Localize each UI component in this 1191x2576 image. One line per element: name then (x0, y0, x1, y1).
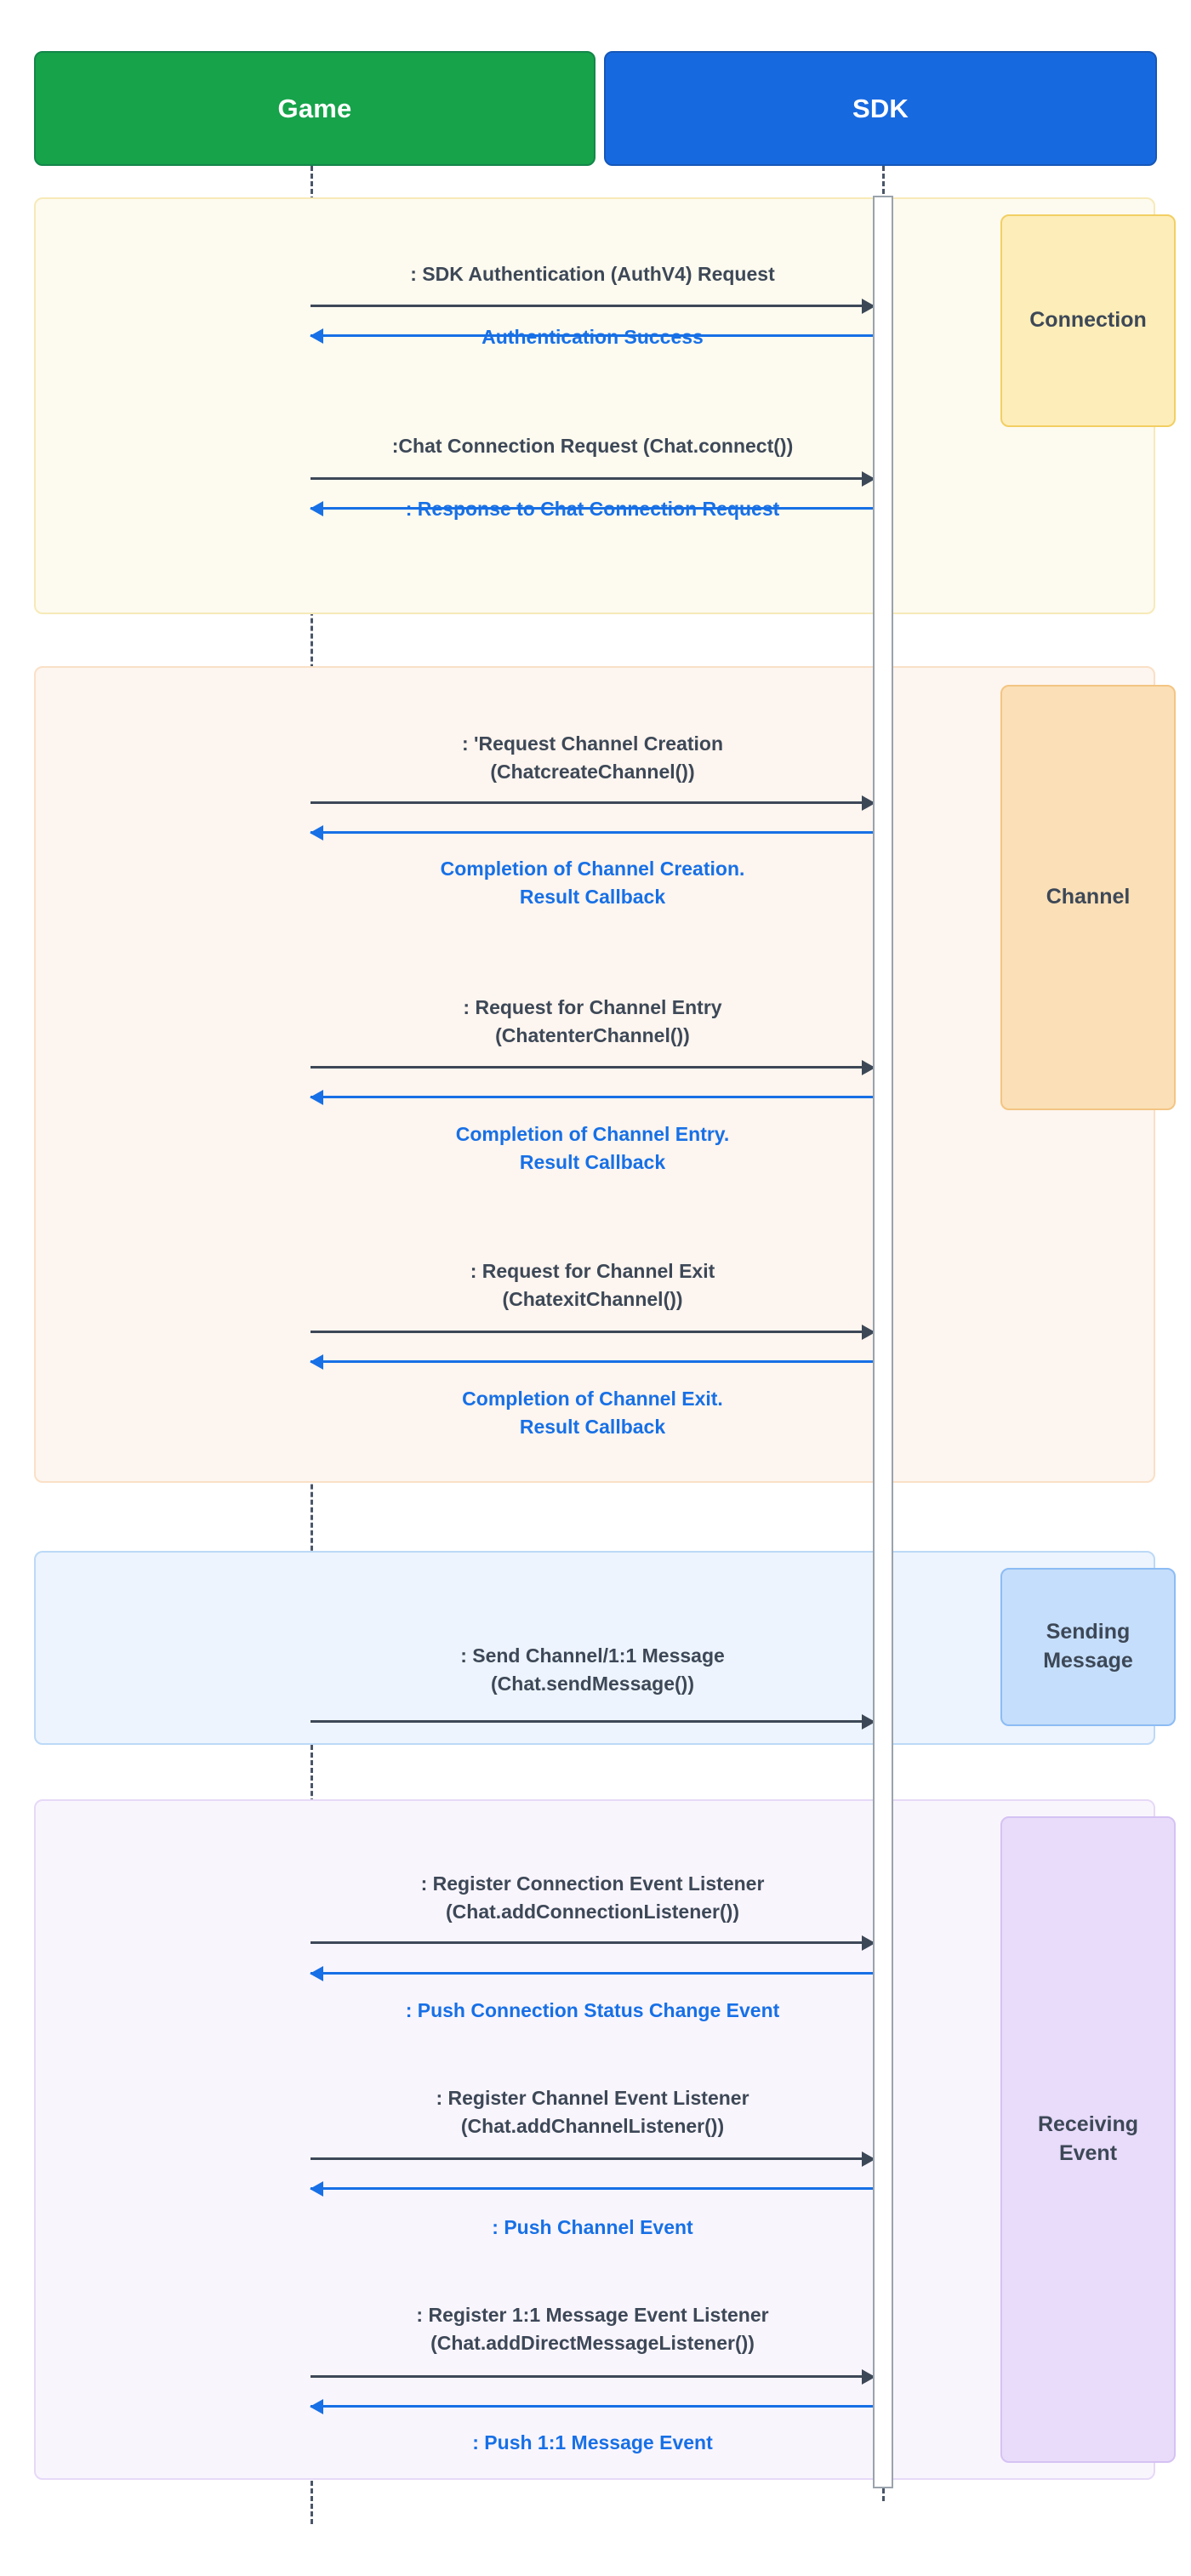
arrow-line (311, 1066, 875, 1069)
message-label-connection-2: Authentication Success (482, 326, 704, 348)
message-label-receiving-event-2: : Push Connection Status Change Event (405, 1999, 780, 2021)
arrow-line (311, 1941, 875, 1944)
arrow-line (311, 1096, 875, 1098)
arrowhead-left-icon (310, 1090, 323, 1105)
arrow-line (311, 1331, 875, 1333)
arrowhead-left-icon (310, 1354, 323, 1370)
arrow-line (311, 477, 875, 480)
arrow-line (311, 305, 875, 307)
message-label-channel-6: Completion of Channel Exit. Result Callb… (462, 1388, 723, 1438)
phase-label-receiving-event[interactable]: Receiving Event (1000, 1816, 1176, 2463)
arrow-line (311, 831, 875, 834)
participant-game[interactable]: Game (34, 51, 596, 166)
message-label-receiving-event-4: : Push Channel Event (492, 2216, 693, 2238)
message-label-connection-3: :Chat Connection Request (Chat.connect()… (391, 435, 794, 457)
phase-band-sending-message (34, 1551, 1155, 1745)
arrowhead-right-icon (862, 1714, 875, 1730)
message-label-sending-message-1: : Send Channel/1:1 Message (Chat.sendMes… (460, 1644, 725, 1695)
arrowhead-right-icon (862, 1935, 875, 1951)
phase-band-connection (34, 197, 1155, 614)
arrowhead-left-icon (310, 501, 323, 516)
arrowhead-right-icon (862, 2151, 875, 2167)
arrow-line (311, 1360, 875, 1363)
arrowhead-left-icon (310, 2399, 323, 2414)
arrowhead-left-icon (310, 825, 323, 841)
arrow-line (311, 801, 875, 804)
participant-sdk[interactable]: SDK (604, 51, 1157, 166)
message-label-channel-3: : Request for Channel Entry (ChatenterCh… (463, 996, 722, 1046)
activation-bar-sdk (873, 196, 893, 2488)
message-label-receiving-event-5: : Register 1:1 Message Event Listener (C… (416, 2304, 769, 2354)
message-label-channel-1: : 'Request Channel Creation (ChatcreateC… (461, 732, 724, 783)
arrow-line (311, 334, 875, 337)
participant-sdk-label: SDK (852, 93, 909, 123)
message-label-channel-2: Completion of Channel Creation. Result C… (440, 858, 745, 908)
arrowhead-right-icon (862, 1325, 875, 1340)
message-label-receiving-event-6: : Push 1:1 Message Event (472, 2431, 713, 2453)
arrow-line (311, 2157, 875, 2160)
phase-label-text: Receiving Event (1037, 2112, 1139, 2165)
phase-label-text: Sending Message (1043, 1620, 1133, 1673)
arrow-line (311, 1972, 875, 1975)
arrowhead-right-icon (862, 795, 875, 811)
phase-label-text: Connection (1029, 308, 1147, 333)
arrow-line (311, 1720, 875, 1723)
phase-label-connection[interactable]: Connection (1000, 214, 1176, 427)
participant-game-label: Game (277, 93, 352, 123)
message-label-connection-1: : SDK Authentication (AuthV4) Request (410, 263, 775, 285)
message-label-channel-4: Completion of Channel Entry. Result Call… (455, 1123, 730, 1173)
arrowhead-right-icon (862, 299, 875, 314)
arrow-line (311, 2187, 875, 2190)
message-label-receiving-event-3: : Register Channel Event Listener (Chat.… (436, 2087, 749, 2137)
arrowhead-right-icon (862, 471, 875, 487)
message-label-receiving-event-1: : Register Connection Event Listener (Ch… (420, 1872, 765, 1923)
arrowhead-right-icon (862, 1060, 875, 1075)
arrowhead-right-icon (862, 2369, 875, 2385)
arrowhead-left-icon (310, 328, 323, 344)
phase-label-text: Channel (1046, 885, 1131, 909)
arrow-line (311, 2405, 875, 2408)
arrow-line (311, 2375, 875, 2378)
arrow-line (311, 507, 875, 510)
phase-label-channel[interactable]: Channel (1000, 685, 1176, 1110)
message-label-channel-5: : Request for Channel Exit (ChatexitChan… (470, 1260, 715, 1310)
phase-band-receiving-event (34, 1799, 1155, 2480)
arrowhead-left-icon (310, 2181, 323, 2197)
phase-label-sending-message[interactable]: Sending Message (1000, 1568, 1176, 1726)
arrowhead-left-icon (310, 1966, 323, 1981)
